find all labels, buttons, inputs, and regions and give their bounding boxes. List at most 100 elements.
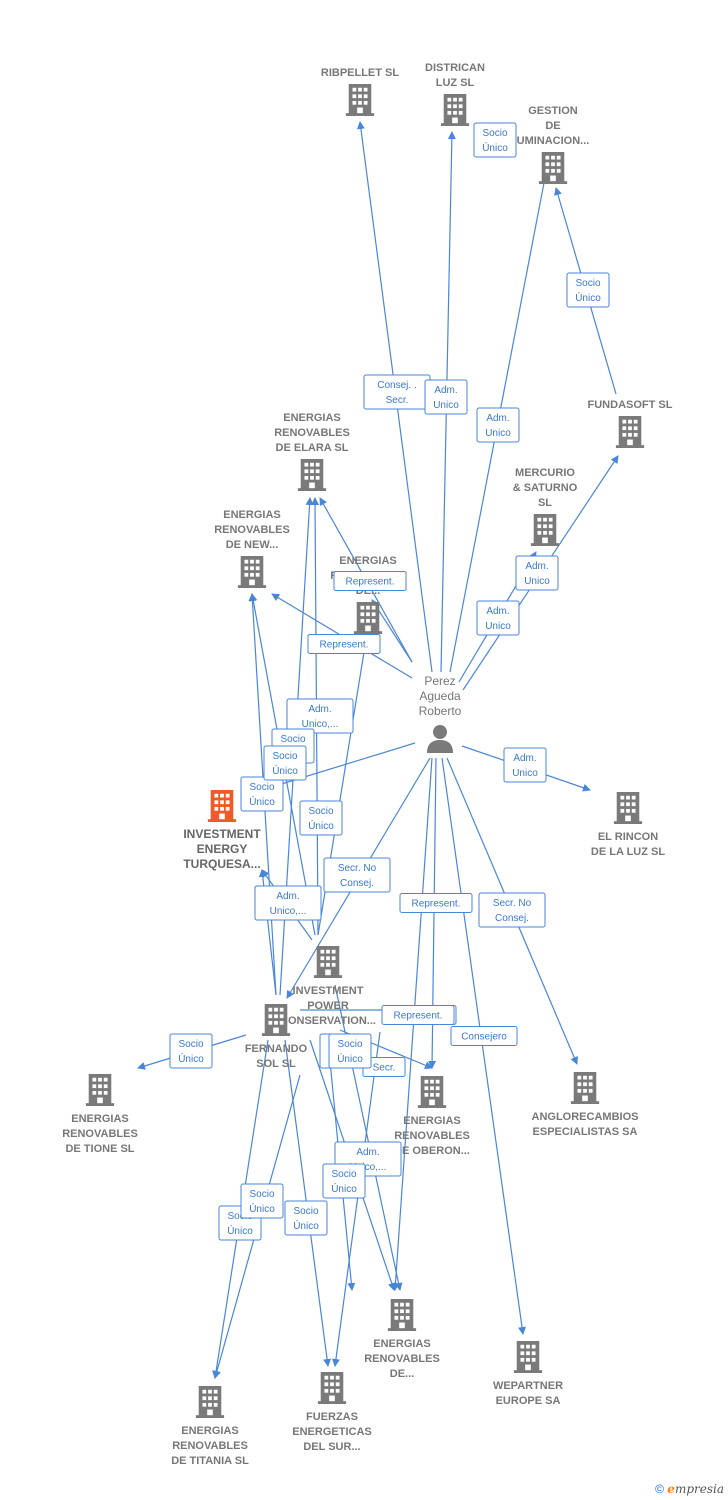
relation-label[interactable]: Adm.Unico [424, 379, 468, 415]
relation-label[interactable]: Consejero [450, 1026, 518, 1046]
relation-label-text: Socio [227, 1211, 252, 1222]
copyright-icon: © [655, 1482, 664, 1496]
node-label: DE NEW... [226, 539, 279, 551]
relation-label-text: Único [575, 291, 601, 304]
relation-label-text: Unico [524, 576, 550, 587]
building-icon [195, 1386, 225, 1418]
relation-label[interactable]: Adm. Unico [476, 600, 520, 636]
node-label: & SATURNO [513, 482, 578, 494]
relation-label-text: Secr. No [493, 898, 532, 909]
empresia-logo: empresia [667, 1482, 724, 1496]
brand-footer[interactable]: © empresia [655, 1482, 724, 1496]
node-label: ESPECIALISTAS SA [533, 1126, 638, 1138]
node-label: DE TITANIA SL [171, 1455, 249, 1467]
relation-label[interactable]: Represent. [381, 1005, 455, 1025]
building-icon [261, 1004, 291, 1036]
node-districan[interactable]: DISTRICAN LUZ SL [425, 62, 485, 126]
relation-label-text: Unico [485, 428, 511, 439]
building-icon [513, 1341, 543, 1373]
node-label: DISTRICAN [425, 62, 485, 74]
node-label: LUZ SL [436, 77, 475, 89]
relation-label-text: Represent. [320, 640, 369, 651]
relation-label-text: Represent. [412, 899, 461, 910]
relation-label[interactable]: Adm.Unico [503, 747, 547, 783]
relation-label-text: Único [337, 1052, 363, 1065]
relation-label-text: Unico [512, 768, 538, 779]
relation-label-text: Socio [249, 1189, 274, 1200]
relation-label[interactable]: Adm. Unico [515, 555, 559, 591]
relation-label-text: Adm. [525, 561, 548, 572]
building-icon [615, 416, 645, 448]
node-gestion[interactable]: GESTIONDEUMINACION... [517, 105, 590, 184]
relation-label[interactable]: Adm.Unico [476, 407, 520, 443]
node-label: ENERGIAS [373, 1338, 430, 1350]
relation-label[interactable]: Adm.Unico,... [254, 885, 322, 921]
relation-label-text: Unico [485, 621, 511, 632]
relation-label-text: Socio [249, 782, 274, 793]
relation-label-text: Único [249, 1202, 275, 1215]
relation-label-text: Adm. [486, 606, 509, 617]
node-label: ENERGIAS [223, 509, 280, 521]
relation-label-text: Consejero [461, 1032, 507, 1043]
node-label: DE ELARA SL [276, 442, 349, 454]
relation-label-text: Secr. No [338, 863, 377, 874]
person-icon [427, 725, 453, 753]
node-label: GESTION [528, 105, 578, 117]
node-label: Perez [424, 674, 455, 688]
node-label: DE... [390, 1368, 414, 1380]
node-label: DEL SUR... [303, 1441, 360, 1453]
relation-label-text: Socio [331, 1169, 356, 1180]
relation-label-text: Unico,... [302, 719, 339, 730]
node-label: Agueda [419, 689, 461, 703]
node-label: RENOVABLES [274, 427, 350, 439]
node-investment[interactable]: INVESTMENTENERGYTURQUESA... [183, 790, 261, 871]
relation-label[interactable]: Represent. [333, 571, 407, 591]
node-ribpellet[interactable]: RIBPELLET SL [321, 67, 400, 116]
node-renov_mid[interactable]: ENERGIASRENOVABLESDE... [330, 555, 406, 634]
relation-label[interactable]: Represent. [399, 893, 473, 913]
node-power[interactable]: INVESTMENTPOWERCONSERVATION... [280, 946, 376, 1027]
node-label: RENOVABLES [364, 1353, 440, 1365]
node-label: INVESTMENT [183, 827, 261, 841]
relation-label-text: Socio [280, 734, 305, 745]
building-icon [85, 1074, 115, 1106]
relation-label-text: Único [331, 1182, 357, 1195]
relation-label[interactable]: Adm. Unico,... [286, 698, 354, 734]
node-fundasoft[interactable]: FUNDASOFT SL [588, 399, 673, 448]
node-label: ENERGIAS [71, 1113, 128, 1125]
relation-label-text: Socio [575, 278, 600, 289]
building-icon [387, 1299, 417, 1331]
node-renov_low[interactable]: ENERGIAS RENOVABLES DE... [364, 1299, 440, 1380]
node-label: EUROPE SA [496, 1395, 561, 1407]
node-label: RENOVABLES [172, 1440, 248, 1452]
relation-label[interactable]: Consej. .Secr. [363, 374, 431, 410]
relation-label-text: Adm. [308, 704, 331, 715]
relation-label-text: Adm. [276, 891, 299, 902]
relation-label[interactable]: Represent. [307, 634, 381, 654]
